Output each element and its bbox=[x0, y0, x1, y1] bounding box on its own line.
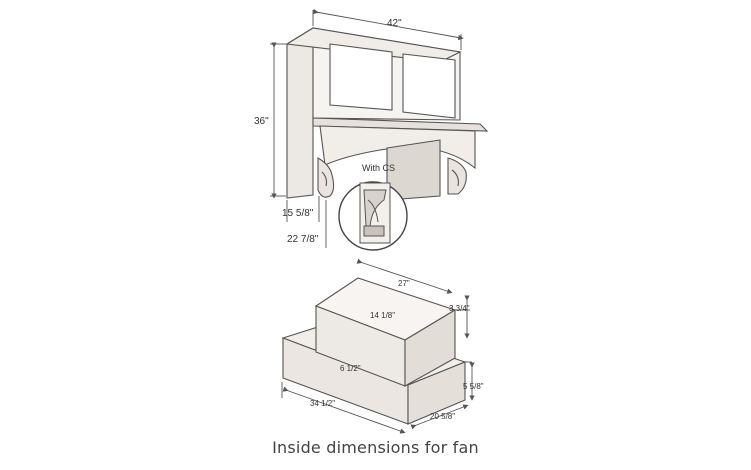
fan-height-label: 3 3/4" bbox=[449, 304, 470, 313]
fan-front-label: 6 1/2" bbox=[340, 364, 361, 373]
corbel-detail bbox=[338, 181, 408, 251]
fan-dimension-lines bbox=[281, 258, 475, 434]
diagram-caption: Inside dimensions for fan bbox=[272, 438, 479, 457]
range-hood-drawing bbox=[285, 27, 489, 201]
hood-depth-inner-label: 15 5/8" bbox=[282, 208, 314, 219]
hood-width-label: 42" bbox=[387, 18, 402, 29]
hood-depth-outer-label: 22 7/8" bbox=[287, 234, 319, 245]
fan-top-depth-label: 14 1/8" bbox=[370, 311, 395, 320]
fan-length-label: 27" bbox=[398, 279, 410, 288]
fan-base-height-label: 5 5/8" bbox=[463, 382, 484, 391]
hood-height-label: 36" bbox=[254, 116, 269, 127]
fan-base-depth-label: 20 5/8" bbox=[430, 412, 455, 421]
detail-label: With CS bbox=[362, 163, 395, 173]
fan-base-length-label: 34 1/2" bbox=[310, 399, 335, 408]
hood-dimension-lines bbox=[270, 8, 464, 248]
